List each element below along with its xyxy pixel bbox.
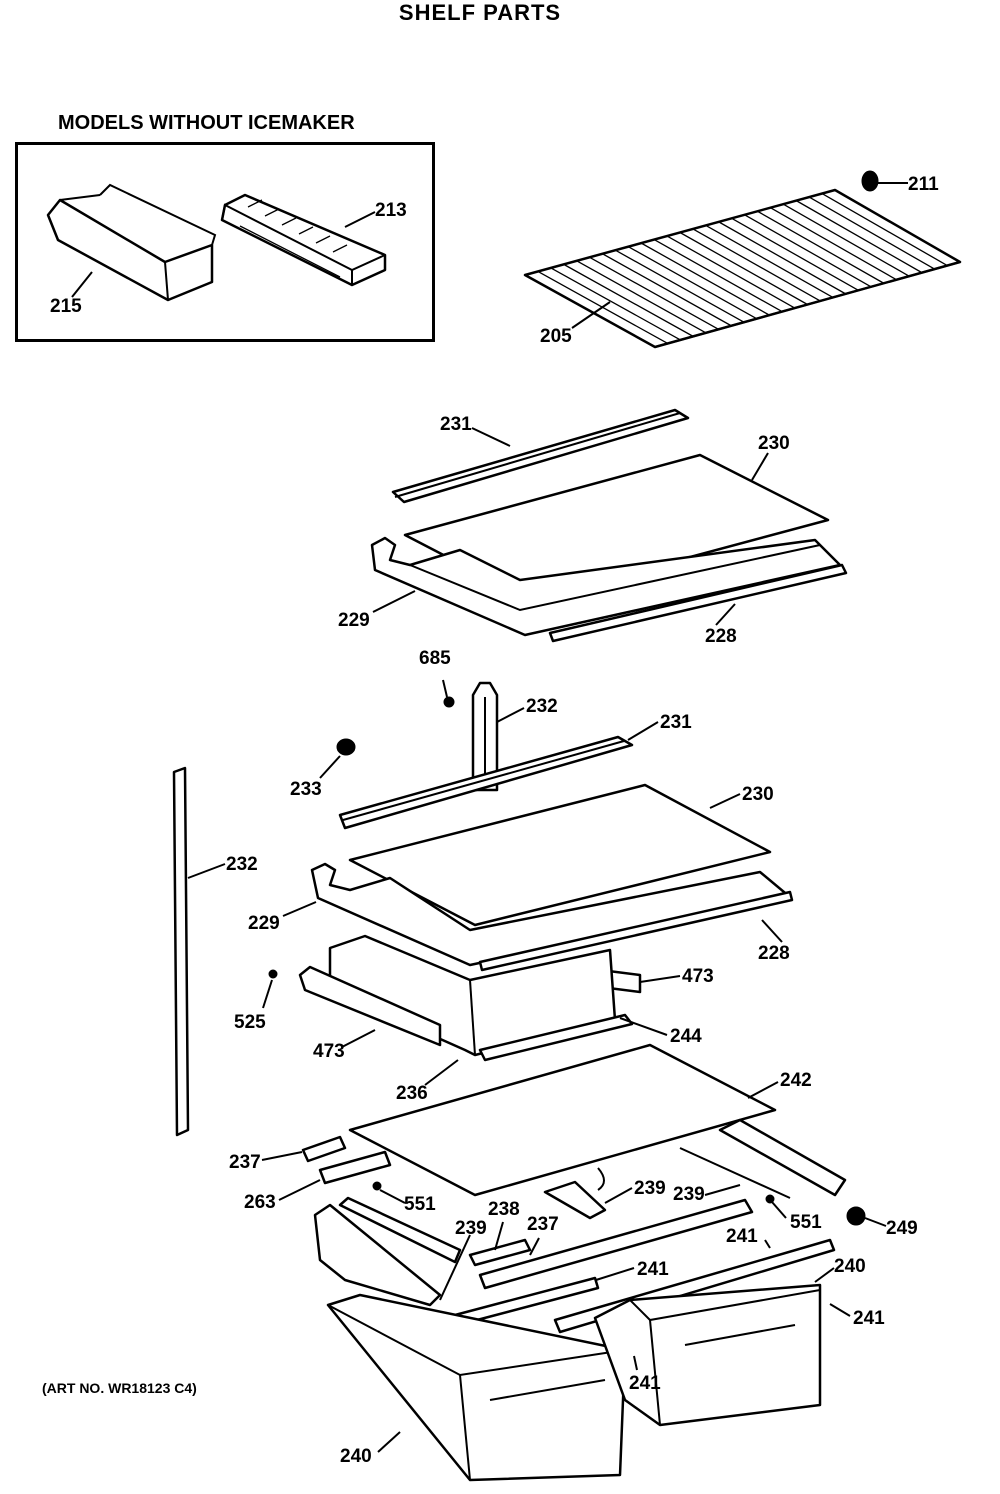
wire-rod — [602, 253, 732, 327]
callout-232-short: 232 — [526, 696, 558, 717]
callout-242: 242 — [780, 1070, 812, 1091]
callout-685: 685 — [419, 648, 451, 669]
part-238-237-channels — [468, 1198, 754, 1290]
part-240-crisper-left — [326, 1293, 627, 1482]
wire-rod — [679, 231, 808, 306]
part-525-screw — [268, 969, 278, 979]
wire-rod — [692, 228, 821, 302]
callout-473-right: 473 — [682, 966, 714, 987]
callout-525: 525 — [234, 1012, 266, 1033]
callout-241-upper: 241 — [726, 1226, 758, 1247]
part-228-trim-middle — [478, 890, 794, 972]
part-473-rail-left — [298, 965, 442, 1047]
callout-240-left: 240 — [340, 1446, 372, 1467]
callout-229-middle: 229 — [248, 913, 280, 934]
part-228-trim-upper — [548, 563, 848, 643]
page-title: SHELF PARTS — [398, 0, 562, 25]
part-244-cover — [478, 1013, 634, 1062]
wire-rod — [628, 246, 757, 320]
part-551-screw-right — [765, 1194, 775, 1204]
wire-rod — [576, 260, 707, 334]
wire-rod — [640, 242, 770, 316]
leader-lines — [71, 182, 908, 1453]
wire-rod — [808, 196, 935, 270]
callout-237-left: 237 — [229, 1152, 261, 1173]
part-231-trim-middle — [338, 735, 634, 830]
part-232-long-rail — [172, 766, 190, 1137]
callout-labels: 215 213 211 205 231 230 229 228 685 232 … — [50, 174, 939, 1467]
callout-241-right: 241 — [853, 1308, 885, 1329]
callout-230-middle: 230 — [742, 784, 774, 805]
callout-244: 244 — [670, 1026, 702, 1047]
callout-236: 236 — [396, 1083, 428, 1104]
part-685-screw — [442, 679, 455, 708]
callout-240-right: 240 — [834, 1256, 866, 1277]
inset-title: MODELS WITHOUT ICEMAKER — [58, 112, 355, 134]
callout-205: 205 — [540, 326, 572, 347]
callout-230-upper: 230 — [758, 433, 790, 454]
part-205-wire-shelf — [523, 188, 962, 349]
part-left-support — [313, 1196, 462, 1307]
callout-238: 238 — [488, 1199, 520, 1220]
wire-rod — [705, 224, 834, 298]
callout-231-upper: 231 — [440, 414, 472, 435]
wire-rod — [589, 256, 719, 330]
callout-263: 263 — [244, 1192, 276, 1213]
wire-rod — [718, 221, 846, 295]
wire-rod — [783, 203, 910, 277]
callout-228-upper: 228 — [705, 626, 737, 647]
part-211-cap — [861, 170, 879, 192]
part-263-rail — [318, 1150, 392, 1185]
part-551-screw-left — [372, 1181, 382, 1191]
callout-551-right: 551 — [790, 1212, 822, 1233]
callout-232-long: 232 — [226, 854, 258, 875]
callout-211: 211 — [908, 174, 939, 195]
part-242-glass-lower — [348, 1043, 777, 1197]
wire-rod — [744, 214, 872, 288]
part-230-glass-middle — [348, 783, 772, 927]
callout-233: 233 — [290, 779, 322, 800]
callout-228-middle: 228 — [758, 943, 790, 964]
wire-rod — [731, 217, 859, 291]
part-240-crisper-right — [593, 1283, 822, 1427]
wire-rod — [821, 192, 948, 267]
callout-473-left: 473 — [313, 1041, 345, 1062]
art-number: (ART NO. WR18123 C4) — [42, 1380, 197, 1396]
part-lower-right-rail — [679, 1118, 847, 1199]
part-237-clip-left — [301, 1135, 347, 1163]
callout-229-upper: 229 — [338, 610, 370, 631]
callout-231-middle: 231 — [660, 712, 692, 733]
part-229-frame-middle — [310, 862, 792, 967]
wire-rod — [563, 263, 694, 337]
callout-239-center: 239 — [634, 1178, 666, 1199]
callout-239-right: 239 — [673, 1184, 705, 1205]
callout-249: 249 — [886, 1218, 918, 1239]
part-231-trim-upper — [391, 408, 690, 504]
part-215-door-bin — [46, 183, 217, 302]
wire-rod — [615, 249, 745, 323]
callout-551-left: 551 — [404, 1194, 436, 1215]
callout-215: 215 — [50, 296, 82, 317]
wire-rod — [653, 239, 783, 313]
wire-rod — [770, 207, 897, 281]
callout-241-mid: 241 — [637, 1259, 669, 1280]
inset-box — [15, 142, 435, 342]
wire-rod — [550, 267, 681, 341]
callout-237-lower: 237 — [527, 1214, 559, 1235]
part-249-cap — [846, 1206, 866, 1226]
part-213-ice-tray — [220, 193, 387, 287]
callout-213: 213 — [375, 200, 407, 221]
wire-rod — [795, 200, 923, 274]
wire-rod — [666, 235, 796, 309]
callout-239-left: 239 — [455, 1218, 487, 1239]
callout-241-lower: 241 — [629, 1373, 661, 1394]
part-229-frame-upper — [370, 536, 842, 637]
part-239-clips — [543, 1167, 607, 1220]
part-233-cap — [336, 738, 356, 756]
wire-rod — [757, 210, 885, 284]
